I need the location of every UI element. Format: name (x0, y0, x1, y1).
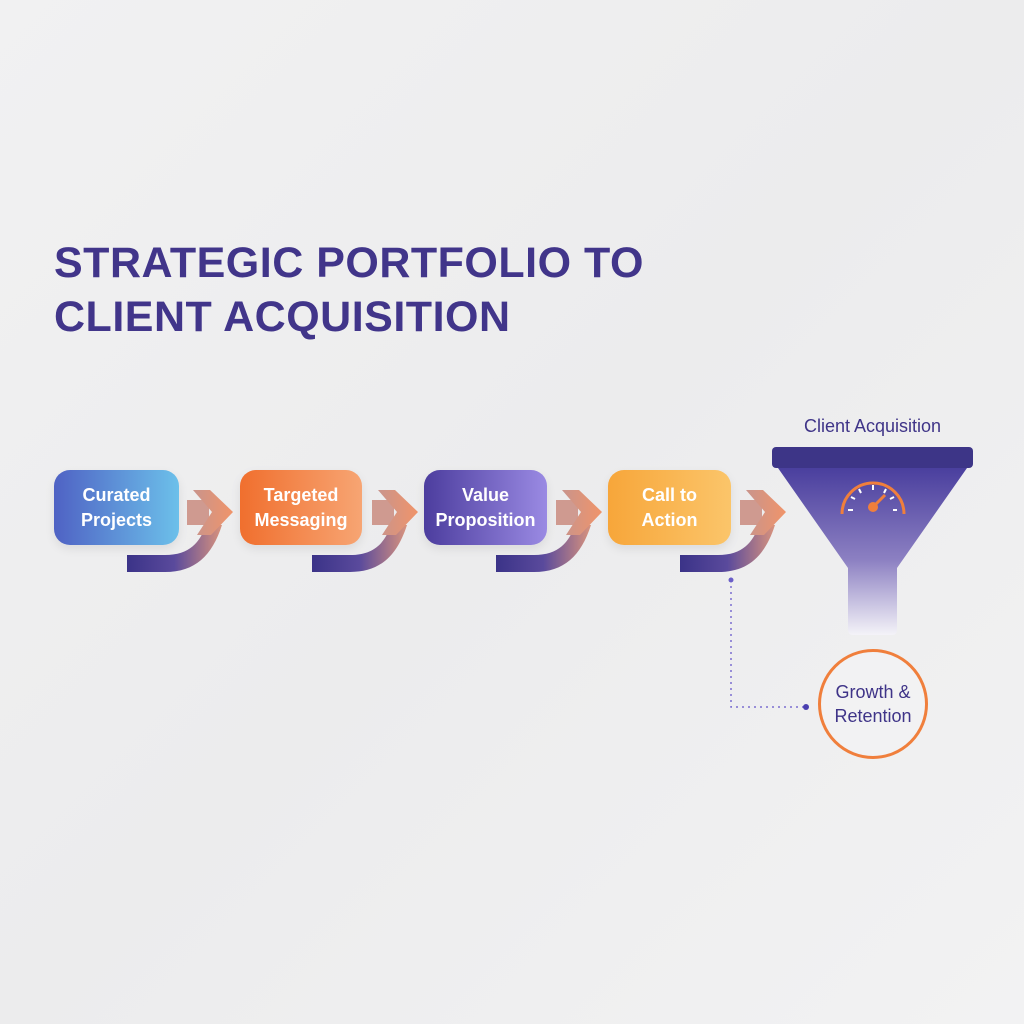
outcome-label: Retention (834, 706, 912, 726)
step-label: Call to (641, 484, 697, 505)
step-label: Messaging (254, 509, 348, 530)
growth-retention-circle: Growth & Retention (818, 649, 928, 759)
flow-arrow-4 (680, 490, 786, 572)
flow-arrow-2 (312, 490, 418, 572)
flow-arrow-3 (496, 490, 602, 572)
dotted-connector (728, 577, 809, 710)
step-label: Proposition (435, 509, 536, 530)
title-line-1: STRATEGIC PORTFOLIO TO (54, 239, 644, 287)
title-line-2: CLIENT ACQUISITION (54, 293, 511, 341)
step-label: Projects (80, 509, 153, 530)
funnel-label: Client Acquisition (803, 416, 942, 436)
flow-arrow-1 (127, 490, 233, 572)
step-label: Value (461, 484, 510, 505)
step-label: Curated (82, 484, 151, 505)
page-title: STRATEGIC PORTFOLIO TO CLIENT ACQUISITIO… (54, 236, 644, 344)
step-label: Action (641, 509, 698, 530)
step-call-to-action: Call to Action (608, 470, 731, 545)
outcome-label: Growth & (835, 682, 911, 702)
step-label: Targeted (263, 484, 339, 505)
speedometer-icon (840, 481, 906, 515)
funnel (772, 447, 973, 635)
